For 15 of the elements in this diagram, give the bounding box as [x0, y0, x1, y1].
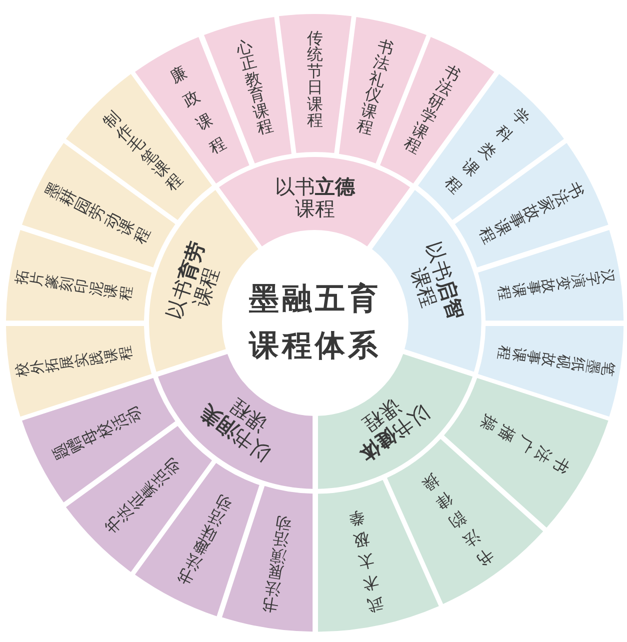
category-label: 以书立德课程: [274, 176, 356, 220]
course-label: 笔墨纸砚故事课程: [494, 344, 616, 378]
wheel-title: 墨融五育课程体系: [248, 280, 382, 365]
course-label: 心正教育课程: [234, 38, 276, 138]
category-label: 以书润美课程: [194, 392, 276, 468]
category-label: 以书启智课程: [404, 238, 468, 325]
course-label: 书法展演活动: [260, 512, 294, 614]
category-label: 以书育劳课程: [162, 238, 226, 325]
category-label: 以书健体课程: [354, 392, 436, 468]
course-label: 汉字演变故事课程: [494, 268, 616, 302]
course-label: 武术太极拳: [346, 506, 386, 616]
course-label: 校外拓展实践课程: [14, 344, 136, 378]
course-label: 书法礼仪课程: [354, 38, 396, 138]
course-label: 传统节日课程: [306, 30, 324, 130]
course-label: 拓片篆刻印泥课程: [14, 268, 136, 302]
